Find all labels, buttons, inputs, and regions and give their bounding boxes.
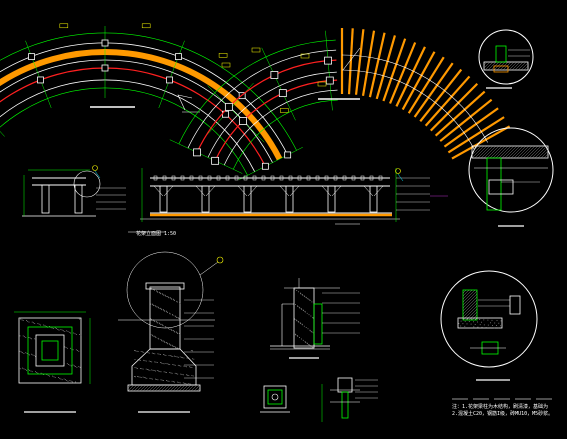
column-section [118,251,224,413]
elevation-title: 花架立面图 1:50 [136,231,177,237]
general-note-line-2: 2.混凝土C20，钢筋I级，砖MU10，M5砂浆。 [452,411,554,417]
general-note-line-1: 注：1.花架梁柱为木结构，刷清漆，基础为 [452,404,549,410]
arc-plan-left [0,23,303,181]
detail-circle-2 [468,127,554,227]
leader-markers [94,170,448,197]
short-elevation [22,165,126,217]
bolt-detail [321,377,378,422]
beam-column-joint [270,278,360,359]
long-elevation [128,168,430,233]
detail-circle-1 [478,29,534,89]
arc-plan-right [169,28,511,174]
detail-circle-3 [440,270,538,381]
small-connection-detail [260,385,290,413]
footing-plan [14,311,91,413]
